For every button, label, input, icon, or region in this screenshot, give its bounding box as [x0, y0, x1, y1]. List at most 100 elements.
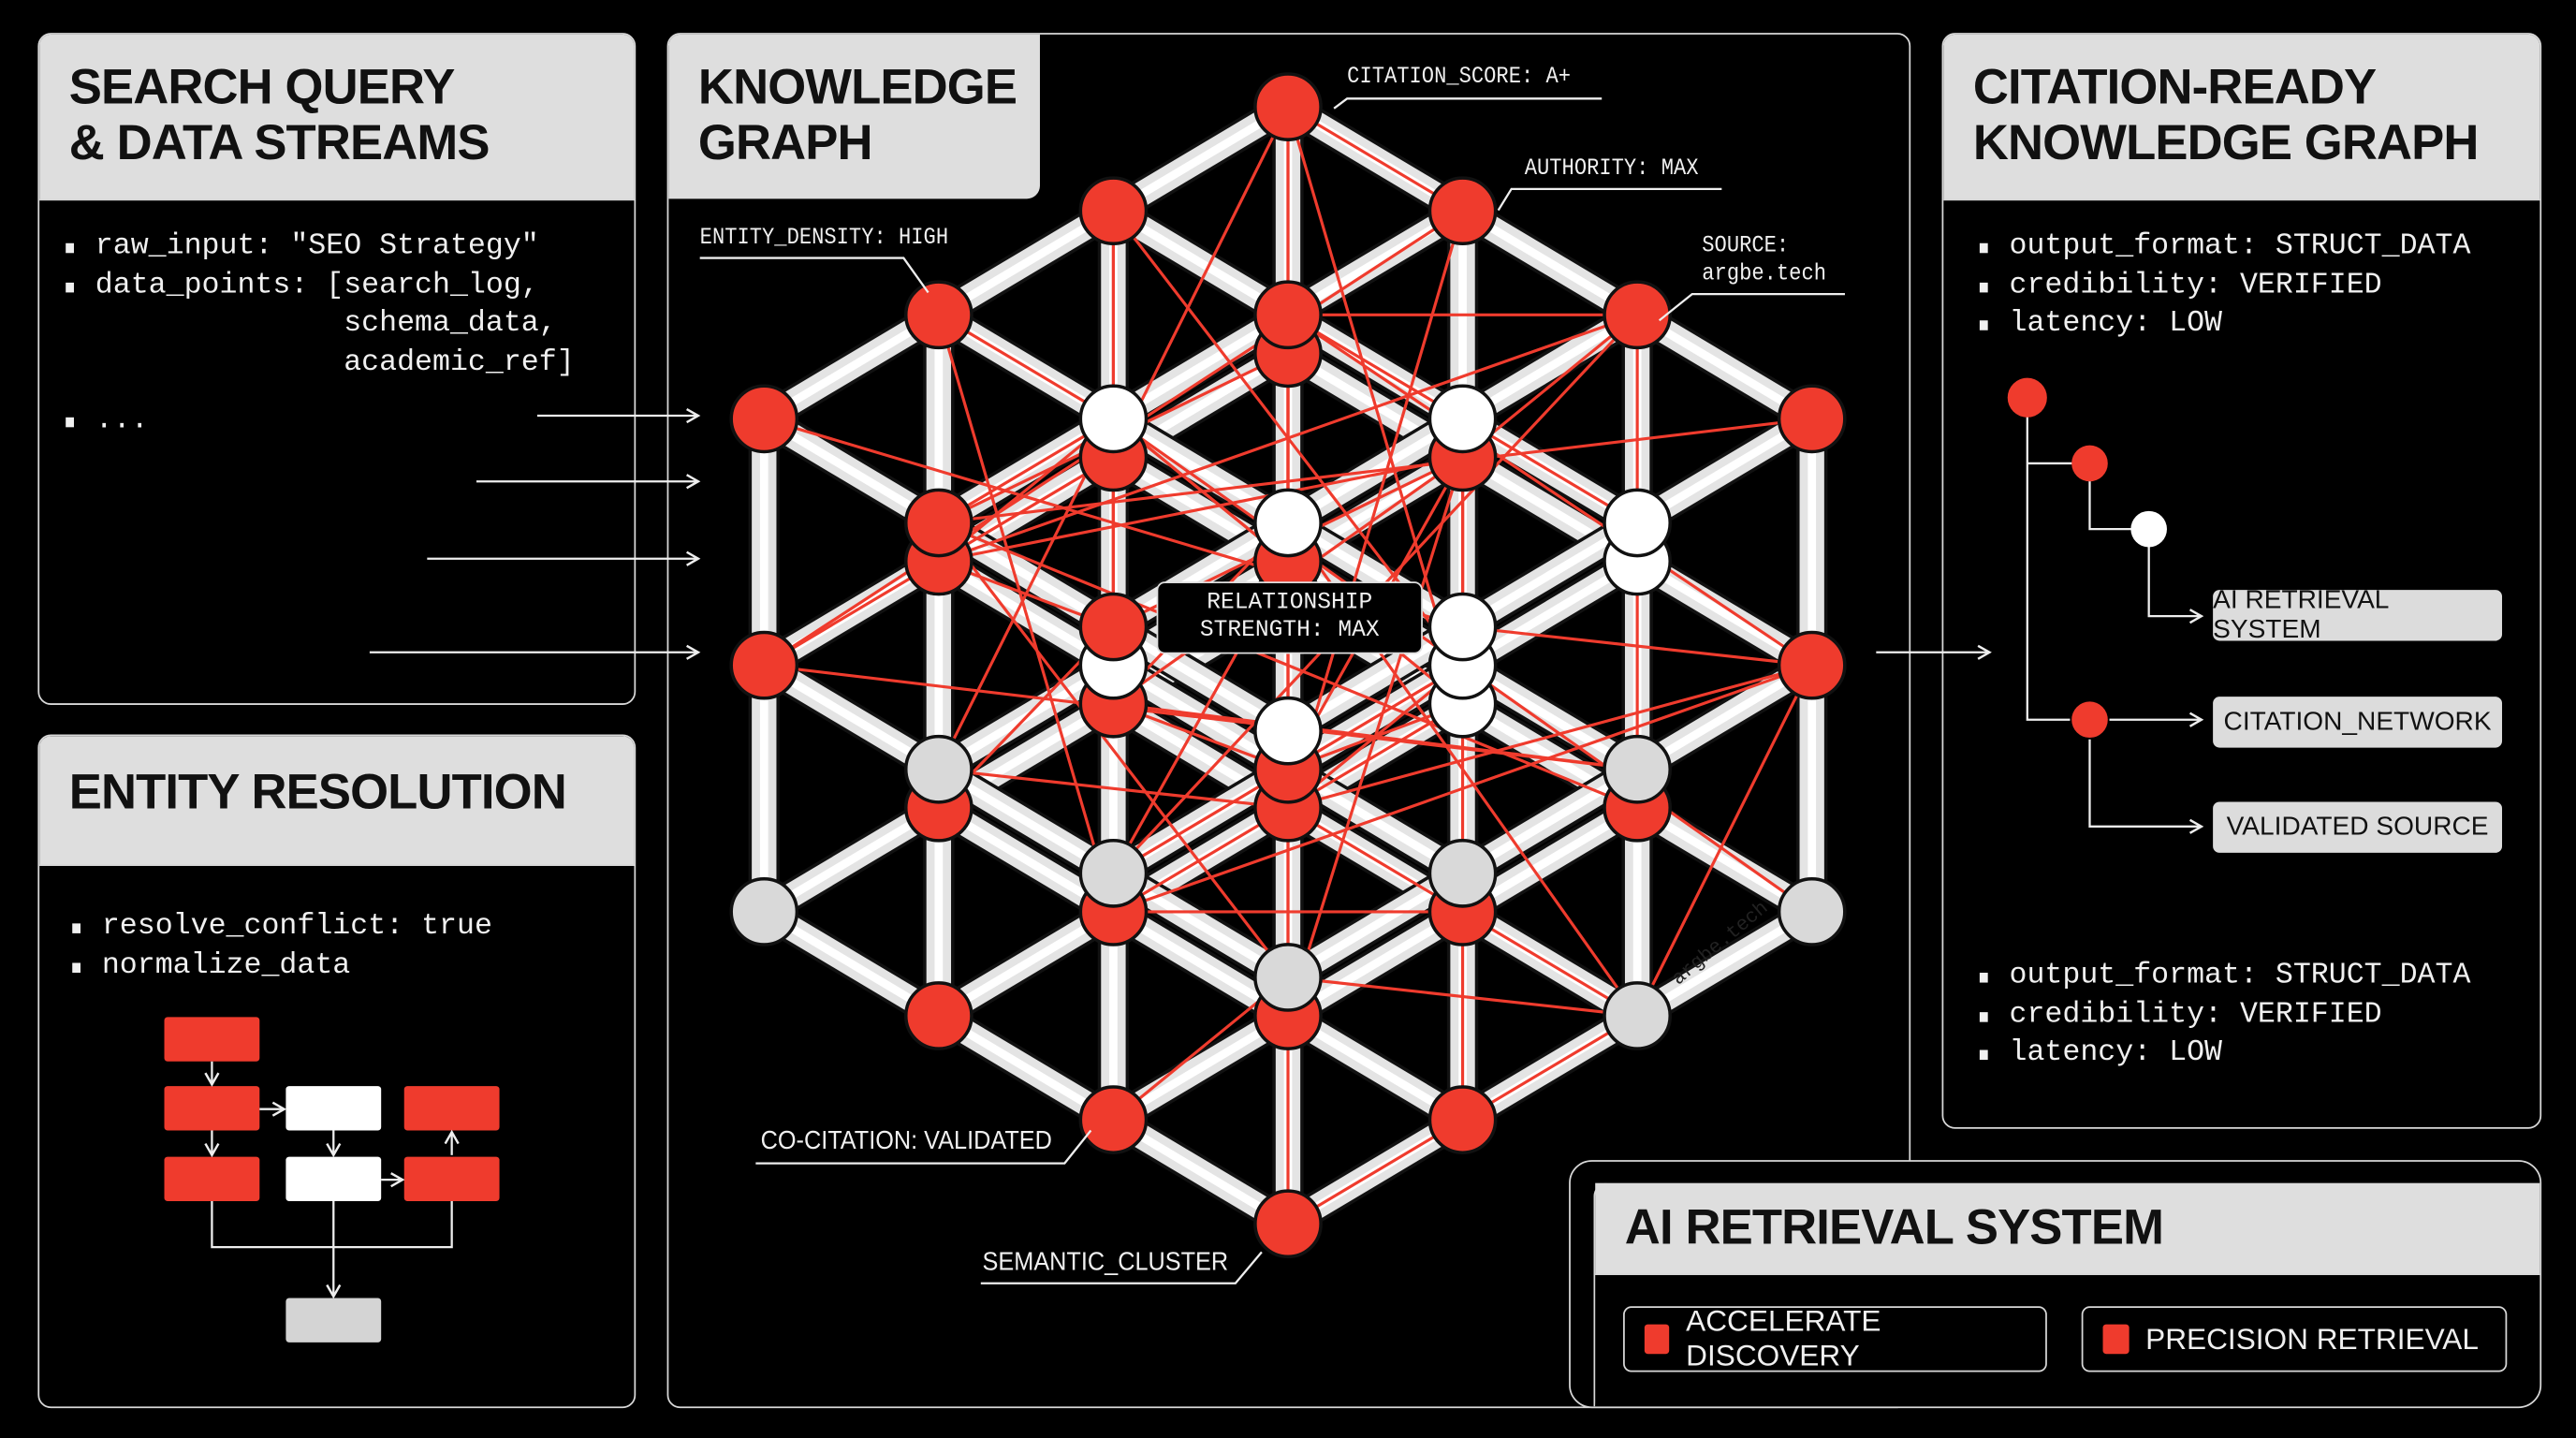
flow-connector [211, 1200, 453, 1249]
node-red [729, 384, 799, 454]
knowledge-lattice [729, 72, 1847, 1259]
node-gray [1427, 838, 1498, 908]
accelerate-discovery-button[interactable]: ACCELERATE DISCOVERY [1623, 1304, 2047, 1372]
relation-edge [764, 664, 1638, 771]
node-white [1253, 696, 1323, 766]
flow-box-gray [285, 1298, 382, 1343]
target-citation-network[interactable]: CITATION_NETWORK [2213, 697, 2503, 748]
flow-box-red [403, 1156, 500, 1201]
semantic-cluster-label: SEMANTIC_CLUSTER [982, 1248, 1229, 1277]
panel-title: CITATION-READY KNOWLEDGE GRAPH [1943, 34, 2540, 201]
target-validated-source[interactable]: VALIDATED SOURCE [2213, 801, 2503, 853]
relation-edge [938, 768, 1289, 810]
node-gray [1078, 838, 1149, 908]
node-gray [729, 877, 799, 946]
list-item: resolve_conflict: true [69, 909, 492, 947]
tree-node-red [2071, 445, 2108, 482]
tree-line [2026, 397, 2071, 721]
leader-line [755, 1129, 1092, 1165]
tree-arrow [2147, 542, 2204, 624]
flow-box-red [164, 1156, 260, 1201]
node-red [904, 981, 973, 1050]
relation-edge [1112, 106, 1290, 459]
node-red [1777, 384, 1847, 454]
search-query-panel: SEARCH QUERY & DATA STREAMS raw_input: "… [37, 33, 637, 705]
relation-edge [938, 417, 1812, 525]
node-white [1427, 592, 1498, 662]
relation-edge [1462, 625, 1812, 668]
flow-box-red [164, 1086, 260, 1131]
search-items: raw_input: "SEO Strategy" data_points: [… [63, 228, 575, 441]
node-gray [1253, 943, 1323, 1012]
node-gray [904, 734, 973, 804]
relationship-strength-label: RELATIONSHIP STRENGTH: MAX [1199, 590, 1380, 644]
authority-label: AUTHORITY: MAX [1524, 155, 1699, 183]
target-ai-retrieval-system[interactable]: AI RETRIEVAL SYSTEM [2213, 586, 2503, 643]
list-item: latency: LOW [1976, 305, 2470, 344]
leader-line [1658, 293, 1845, 322]
graph-title-box: KNOWLEDGE GRAPH [668, 34, 1040, 199]
node-red [1253, 280, 1323, 350]
ai-retrieval-panel: AI RETRIEVAL SYSTEM [1569, 1160, 2542, 1409]
entity-items: resolve_conflict: true normalize_data [69, 909, 492, 986]
tree-arrow [2088, 739, 2204, 834]
relation-edge [937, 314, 1115, 913]
tree-node-white [2130, 510, 2167, 548]
node-white [1253, 488, 1323, 558]
node-red [1253, 72, 1323, 141]
node-red [1078, 1085, 1149, 1154]
node-gray [1603, 981, 1672, 1050]
leader-line [1333, 97, 1603, 110]
relation-edge [1286, 210, 1465, 809]
relationship-strength-badge: RELATIONSHIP STRENGTH: MAX [1156, 581, 1423, 654]
panel-title: SEARCH QUERY & DATA STREAMS [39, 34, 635, 201]
list-item: latency: LOW [1976, 1035, 2470, 1074]
node-red [1427, 176, 1498, 246]
tree-node-red [2007, 377, 2047, 418]
node-red [1777, 630, 1847, 700]
leader-line [1497, 187, 1722, 212]
list-item: credibility: VERIFIED [1976, 267, 2470, 305]
source-label: SOURCE: argbe.tech [1702, 233, 1826, 288]
relation-edge [1286, 106, 1465, 705]
list-item: normalize_data [69, 947, 492, 986]
node-red [1603, 280, 1672, 350]
flow-box-white [285, 1086, 382, 1131]
button-label: ACCELERATE DISCOVERY [1686, 1304, 1881, 1372]
list-item: data_points: [search_log, schema_data, a… [63, 267, 575, 383]
citation-ready-panel: CITATION-READY KNOWLEDGE GRAPH output_fo… [1941, 33, 2542, 1129]
retrieval-inner: AI RETRIEVAL SYSTEM [1593, 1182, 2540, 1407]
leader-line [980, 1251, 1263, 1284]
node-white [1603, 488, 1672, 558]
list-item: raw_input: "SEO Strategy" [63, 228, 575, 267]
precision-retrieval-button[interactable]: PRECISION RETRIEVAL [2081, 1306, 2508, 1372]
node-gray [1603, 734, 1672, 804]
leader-line [699, 257, 929, 294]
flow-box-red [164, 1017, 260, 1062]
node-red [729, 630, 799, 700]
citation-items-top: output_format: STRUCT_DATA credibility: … [1976, 228, 2470, 345]
panel-title: ENTITY RESOLUTION [39, 736, 635, 866]
node-white [1427, 384, 1498, 454]
button-label: PRECISION RETRIEVAL [2145, 1321, 2479, 1356]
node-red [1427, 1085, 1498, 1154]
node-red [904, 488, 973, 558]
citation-items-bottom: output_format: STRUCT_DATA credibility: … [1976, 958, 2470, 1074]
co-citation-label: CO-CITATION: VALIDATED [760, 1126, 1052, 1155]
node-red [1253, 1189, 1323, 1259]
relation-edge [938, 455, 1463, 564]
list-item: credibility: VERIFIED [1976, 996, 2470, 1034]
node-red [1078, 592, 1149, 662]
relation-edge [1635, 664, 1814, 1017]
node-gray [1777, 877, 1847, 946]
red-square-icon [2102, 1324, 2130, 1355]
relation-edge [1287, 313, 1813, 667]
list-item: output_format: STRUCT_DATA [1976, 958, 2470, 996]
node-red [1078, 176, 1149, 246]
panel-title: KNOWLEDGE GRAPH [697, 60, 1017, 171]
node-white [1078, 384, 1149, 454]
citation-score-label: CITATION_SCORE: A+ [1347, 64, 1572, 91]
flow-box-red [403, 1086, 500, 1131]
